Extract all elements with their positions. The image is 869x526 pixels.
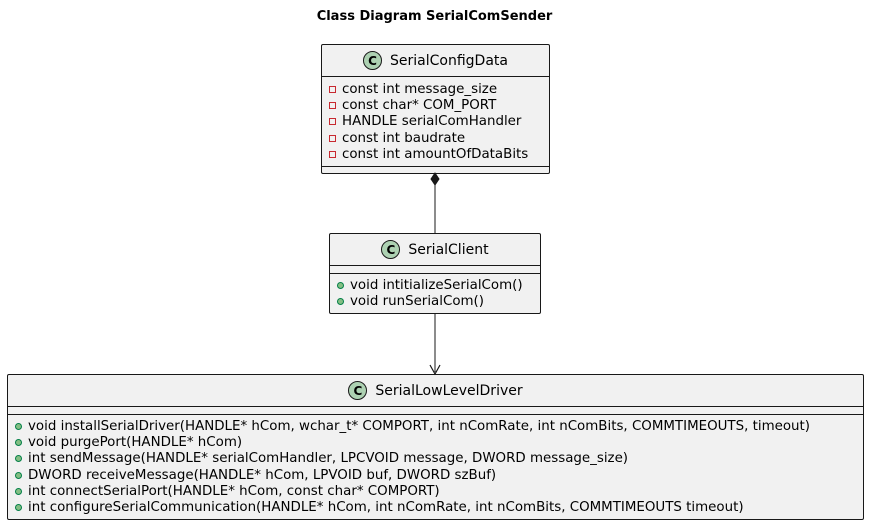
private-icon [329,150,336,158]
method-text: void runSerialCom() [350,293,484,309]
method-row: int configureSerialCommunication(HANDLE*… [15,499,863,515]
attribute-row: HANDLE serialComHandler [329,114,549,130]
method-row: void purgePort(HANDLE* hCom) [15,434,863,450]
class-c-icon: C [381,240,401,259]
public-icon [15,455,22,463]
public-icon [15,438,22,446]
methods-separator [322,166,549,167]
attributes-separator [330,273,540,274]
class-name: SerialConfigData [390,52,508,69]
method-row: void installSerialDriver(HANDLE* hCom, w… [15,418,863,434]
class-c-icon: C [348,381,368,400]
private-icon [329,85,336,93]
method-row: int sendMessage(HANDLE* serialComHandler… [15,451,863,467]
attribute-text: const char* COM_PORT [342,97,497,113]
class-header: C SerialClient [330,234,540,265]
class-serial-config-data[interactable]: C SerialConfigData const int message_siz… [321,44,550,174]
method-list: void installSerialDriver(HANDLE* hCom, w… [15,418,863,516]
header-separator [330,265,540,266]
association-edge [429,314,441,376]
attribute-text: HANDLE serialComHandler [342,114,522,130]
public-icon [15,487,22,495]
method-row: void intitializeSerialCom() [337,277,540,293]
private-icon [329,134,336,142]
class-serial-client[interactable]: C SerialClient void intitializeSerialCom… [329,233,541,314]
method-row: void runSerialCom() [337,293,540,309]
attribute-text: const int message_size [342,81,498,97]
attribute-text: const int baudrate [342,130,466,146]
public-icon [337,281,344,289]
private-icon [329,118,336,126]
composition-edge [430,172,440,233]
arrowhead-icon [429,364,441,376]
method-text: int sendMessage(HANDLE* serialComHandler… [28,451,629,467]
method-text: int connectSerialPort(HANDLE* hCom, cons… [28,483,440,499]
method-text: void installSerialDriver(HANDLE* hCom, w… [28,418,811,434]
attributes-separator [8,414,863,415]
method-text: int configureSerialCommunication(HANDLE*… [28,500,744,516]
attribute-text: const int amountOfDataBits [342,146,529,162]
header-separator [8,406,863,407]
private-icon [329,101,336,109]
class-c-icon: C [363,51,383,70]
class-name: SerialLowLevelDriver [375,382,523,399]
composition-diamond-icon [430,172,440,186]
class-name: SerialClient [408,241,489,258]
class-header: C SerialConfigData [322,45,549,76]
public-icon [15,471,22,479]
method-row: int connectSerialPort(HANDLE* hCom, cons… [15,483,863,499]
class-header: C SerialLowLevelDriver [8,375,863,406]
method-text: DWORD receiveMessage(HANDLE* hCom, LPVOI… [28,467,497,483]
attribute-row: const int baudrate [329,130,549,146]
attribute-list: const int message_size const char* COM_P… [329,81,549,162]
public-icon [15,504,22,512]
diagram-title: Class Diagram SerialComSender [316,9,553,24]
class-serial-low-level-driver[interactable]: C SerialLowLevelDriver void installSeria… [7,374,864,520]
method-list: void intitializeSerialCom() void runSeri… [337,277,540,310]
method-text: void intitializeSerialCom() [350,277,523,293]
method-text: void purgePort(HANDLE* hCom) [28,434,243,450]
attribute-row: const int amountOfDataBits [329,146,549,162]
header-separator [322,76,549,77]
method-row: DWORD receiveMessage(HANDLE* hCom, LPVOI… [15,467,863,483]
attribute-row: const char* COM_PORT [329,97,549,113]
public-icon [337,297,344,305]
attribute-row: const int message_size [329,81,549,97]
public-icon [15,422,22,430]
